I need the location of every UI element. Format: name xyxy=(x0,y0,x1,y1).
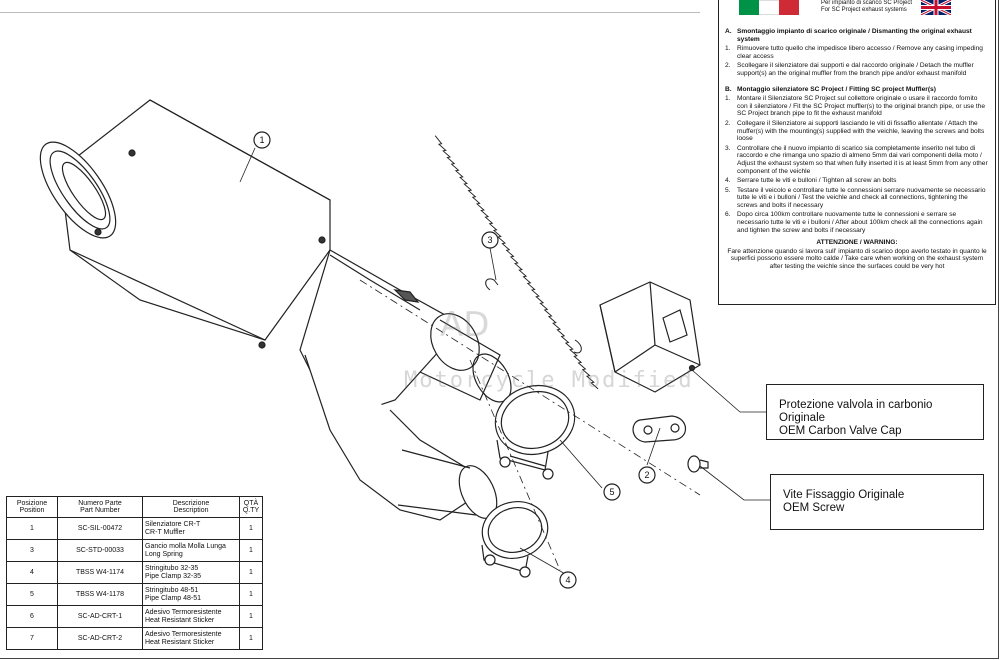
cell-part-number: SC-SIL-00472 xyxy=(57,517,143,540)
list-item-number: 1. xyxy=(725,95,731,103)
spring-part xyxy=(434,135,599,390)
cell-qty: 1 xyxy=(239,583,263,606)
cell-part-number: SC-STD-00033 xyxy=(57,539,143,562)
section-a-title: A. Smontaggio impianto di scarico origin… xyxy=(725,28,972,43)
instruction-panel: Per impianto di scarico SC Project For S… xyxy=(718,0,996,305)
top-rule xyxy=(0,12,700,13)
label-part-4: 4 xyxy=(565,575,570,585)
screw xyxy=(687,455,709,473)
list-item: 2. Collegare il Silenziatore ai supporti … xyxy=(725,120,989,143)
watermark-brand: AD xyxy=(440,305,490,345)
cell-position: 6 xyxy=(6,605,58,628)
list-item-number: 2. xyxy=(725,119,731,127)
list-item: 2. Scollegare il silenziatore dai support… xyxy=(725,62,989,77)
label-part-5: 5 xyxy=(609,487,614,497)
list-item: 1. Rimuovere tutto quello che impedisce l… xyxy=(725,45,989,60)
label-part-2: 2 xyxy=(644,470,649,480)
flags-row: Per impianto di scarico SC Project For S… xyxy=(725,0,989,24)
muffler-part xyxy=(39,99,331,349)
clamp-5 xyxy=(494,384,576,480)
list-item: 3. Controllare che il nuovo impianto di s… xyxy=(725,145,989,175)
list-item-text: Collegare il Silenziatore ai supporti la… xyxy=(737,119,985,143)
list-item-text: Rimuovere tutto quello che impedisce lib… xyxy=(737,45,983,60)
panel-header: Per impianto di scarico SC Project For S… xyxy=(821,0,913,13)
list-item-number: 2. xyxy=(725,62,731,70)
cell-position: 7 xyxy=(6,627,58,650)
list-item-text: Scollegare il silenziatore dai supporti … xyxy=(737,62,974,77)
warning-text: Fare attenzione quando si lavora sull' i… xyxy=(727,247,987,271)
cell-position: 3 xyxy=(6,539,58,562)
uk-flag-icon xyxy=(920,0,952,15)
cell-position: 5 xyxy=(6,583,58,606)
list-item-number: 5. xyxy=(725,186,731,194)
cell-part-number: SC-AD-CRT-1 xyxy=(57,605,143,628)
list-item-text: Dopo circa 100km controllare nuovamente … xyxy=(737,211,983,234)
cell-qty: 1 xyxy=(239,605,263,628)
section-b-list: 1. Montare il Silenziatore SC Project sul… xyxy=(725,95,989,234)
callout-screw: Vite Fissaggio Originale OEM Screw xyxy=(770,474,984,530)
cell-part-number: TBSS W4-1174 xyxy=(57,561,143,584)
list-item: 5. Testare il veicolo e controllare tutte… xyxy=(725,187,989,210)
label-part-3: 3 xyxy=(487,235,492,245)
cell-position: 1 xyxy=(6,517,58,540)
callout-valve-cap: Protezione valvola in carbonio Originale… xyxy=(766,384,984,440)
section-b-title: B. Montaggio silenziatore SC Project / F… xyxy=(725,85,936,93)
cell-qty: 1 xyxy=(239,561,263,584)
list-item-number: 6. xyxy=(725,211,731,219)
clamp-4 xyxy=(481,501,549,578)
warning-title: ATTENZIONE / WARNING: xyxy=(816,239,898,247)
list-item-text: Testare il veicolo e controllare tutte l… xyxy=(737,186,986,209)
cell-qty: 1 xyxy=(239,539,263,562)
list-item-number: 1. xyxy=(725,45,731,53)
list-item-text: Montare il Silenziatore SC Project sul c… xyxy=(737,95,985,118)
cell-part-number: TBSS W4-1178 xyxy=(57,583,143,606)
list-item: 4. Serrare tutte le viti e bulloni / Tigh… xyxy=(725,177,989,185)
list-item: 6. Dopo circa 100km controllare nuovament… xyxy=(725,211,989,234)
cell-qty: 1 xyxy=(239,627,263,650)
valve-cap xyxy=(599,281,701,393)
cell-part-number: SC-AD-CRT-2 xyxy=(57,627,143,650)
section-a-list: 1. Rimuovere tutto quello che impedisce l… xyxy=(725,45,989,77)
italian-flag-icon xyxy=(739,0,799,15)
cell-qty: 1 xyxy=(239,517,263,540)
link-pipe xyxy=(299,249,512,521)
watermark-text: Motorcycle Modified xyxy=(404,368,694,393)
label-part-1: 1 xyxy=(259,135,264,145)
list-item-text: Serrare tutte le viti e bulloni / Tighte… xyxy=(737,177,897,185)
cell-position: 4 xyxy=(6,561,58,584)
list-item-text: Controllare che il nuovo impianto di sca… xyxy=(737,144,988,175)
list-item-number: 4. xyxy=(725,177,731,185)
list-item: 1. Montare il Silenziatore SC Project sul… xyxy=(725,95,989,118)
list-item-number: 3. xyxy=(725,144,731,152)
